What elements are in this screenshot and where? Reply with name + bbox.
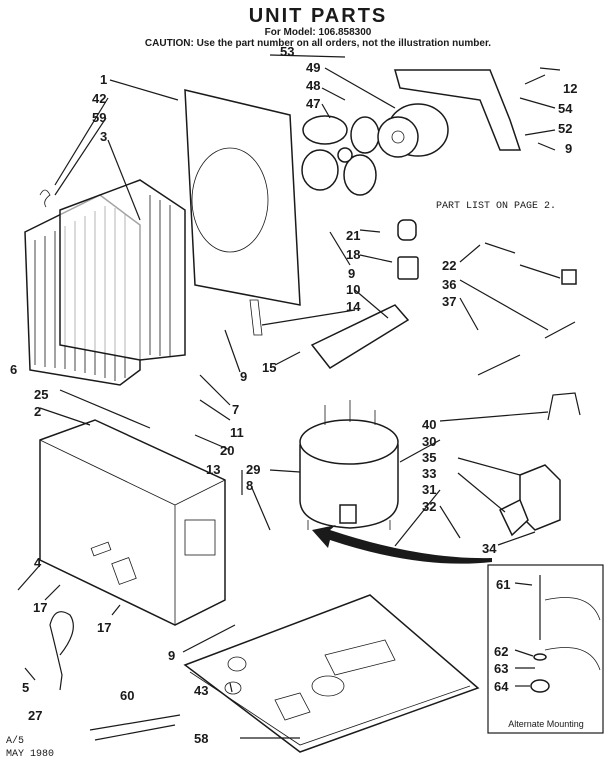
callout-18: 18 [346,247,360,262]
control-panel-box [39,419,226,626]
callout-9-top: 9 [565,141,572,156]
callout-37: 37 [442,294,456,309]
callout-36: 36 [442,277,456,292]
callout-54: 54 [558,101,573,116]
motor-bracket [394,69,522,151]
callout-33: 33 [422,466,436,481]
callout-25: 25 [34,387,48,402]
callout-52: 52 [558,121,572,136]
callout-9-left: 9 [240,369,247,384]
base-pan [183,594,480,753]
callout-3: 3 [100,129,107,144]
callout-14: 14 [346,299,361,314]
model-line: For Model: 106.858300 [265,27,372,38]
callout-30: 30 [422,434,436,449]
caution-text: CAUTION: Use the part number on all orde… [145,38,491,49]
callout-31: 31 [422,482,436,497]
capillary-tube [49,611,74,691]
callout-17-left: 17 [33,600,47,615]
callout-34: 34 [482,541,497,556]
part-list-note: PART LIST ON PAGE 2. [436,201,556,212]
callout-42: 42 [92,91,106,106]
callout-47: 47 [306,96,320,111]
callout-15: 15 [262,360,276,375]
callout-58: 58 [194,731,208,746]
callout-20: 20 [220,443,234,458]
callout-12: 12 [563,81,577,96]
callout-59: 59 [92,110,106,125]
fan-blade [301,115,380,196]
page-title: UNIT PARTS [249,5,388,27]
footer-date: MAY 1980 [6,749,54,760]
callout-7: 7 [232,402,239,417]
callout-62: 62 [494,644,508,659]
mounting-plate [184,89,301,336]
callout-9-bottom: 9 [168,648,175,663]
callout-8: 8 [246,478,253,493]
callout-21: 21 [346,228,360,243]
inset-caption: Alternate Mounting [508,719,584,729]
callout-61: 61 [496,577,510,592]
wire-bracket [547,392,581,421]
callout-29: 29 [246,462,260,477]
power-cord [477,242,577,376]
compressor [299,400,399,530]
callout-35: 35 [422,450,436,465]
footer-code: A/5 [6,735,24,747]
callout-9-mid: 9 [348,266,355,281]
leader-lines [17,54,561,739]
overload-protector [499,498,529,537]
callout-17-right: 17 [97,620,111,635]
callout-64: 64 [494,679,509,694]
callout-2: 2 [34,404,41,419]
callout-11: 11 [230,425,244,440]
callout-60: 60 [120,688,134,703]
wire-harness [89,714,181,741]
callout-22: 22 [442,258,456,273]
callout-48: 48 [306,78,320,93]
callout-63: 63 [494,661,508,676]
callout-40: 40 [422,417,436,432]
condenser-coil [24,179,186,386]
fan-motor [377,103,449,158]
callout-53: 53 [280,44,294,59]
callout-5: 5 [22,680,29,695]
callout-13: 13 [206,462,220,477]
alternate-mounting-inset: Alternate Mounting [487,564,604,734]
callout-43: 43 [194,683,208,698]
callout-32: 32 [422,499,436,514]
callout-49: 49 [306,60,320,75]
callout-10: 10 [346,282,360,297]
callout-6: 6 [10,362,17,377]
callout-4: 4 [34,555,42,570]
callout-27: 27 [28,708,42,723]
callout-numbers: 1 42 59 3 53 49 48 47 12 54 52 9 21 18 9… [10,44,577,746]
relay-switch [397,219,419,280]
mounting-arrow [312,525,492,564]
callout-1: 1 [100,72,107,87]
fan-shroud-bracket [310,304,410,369]
